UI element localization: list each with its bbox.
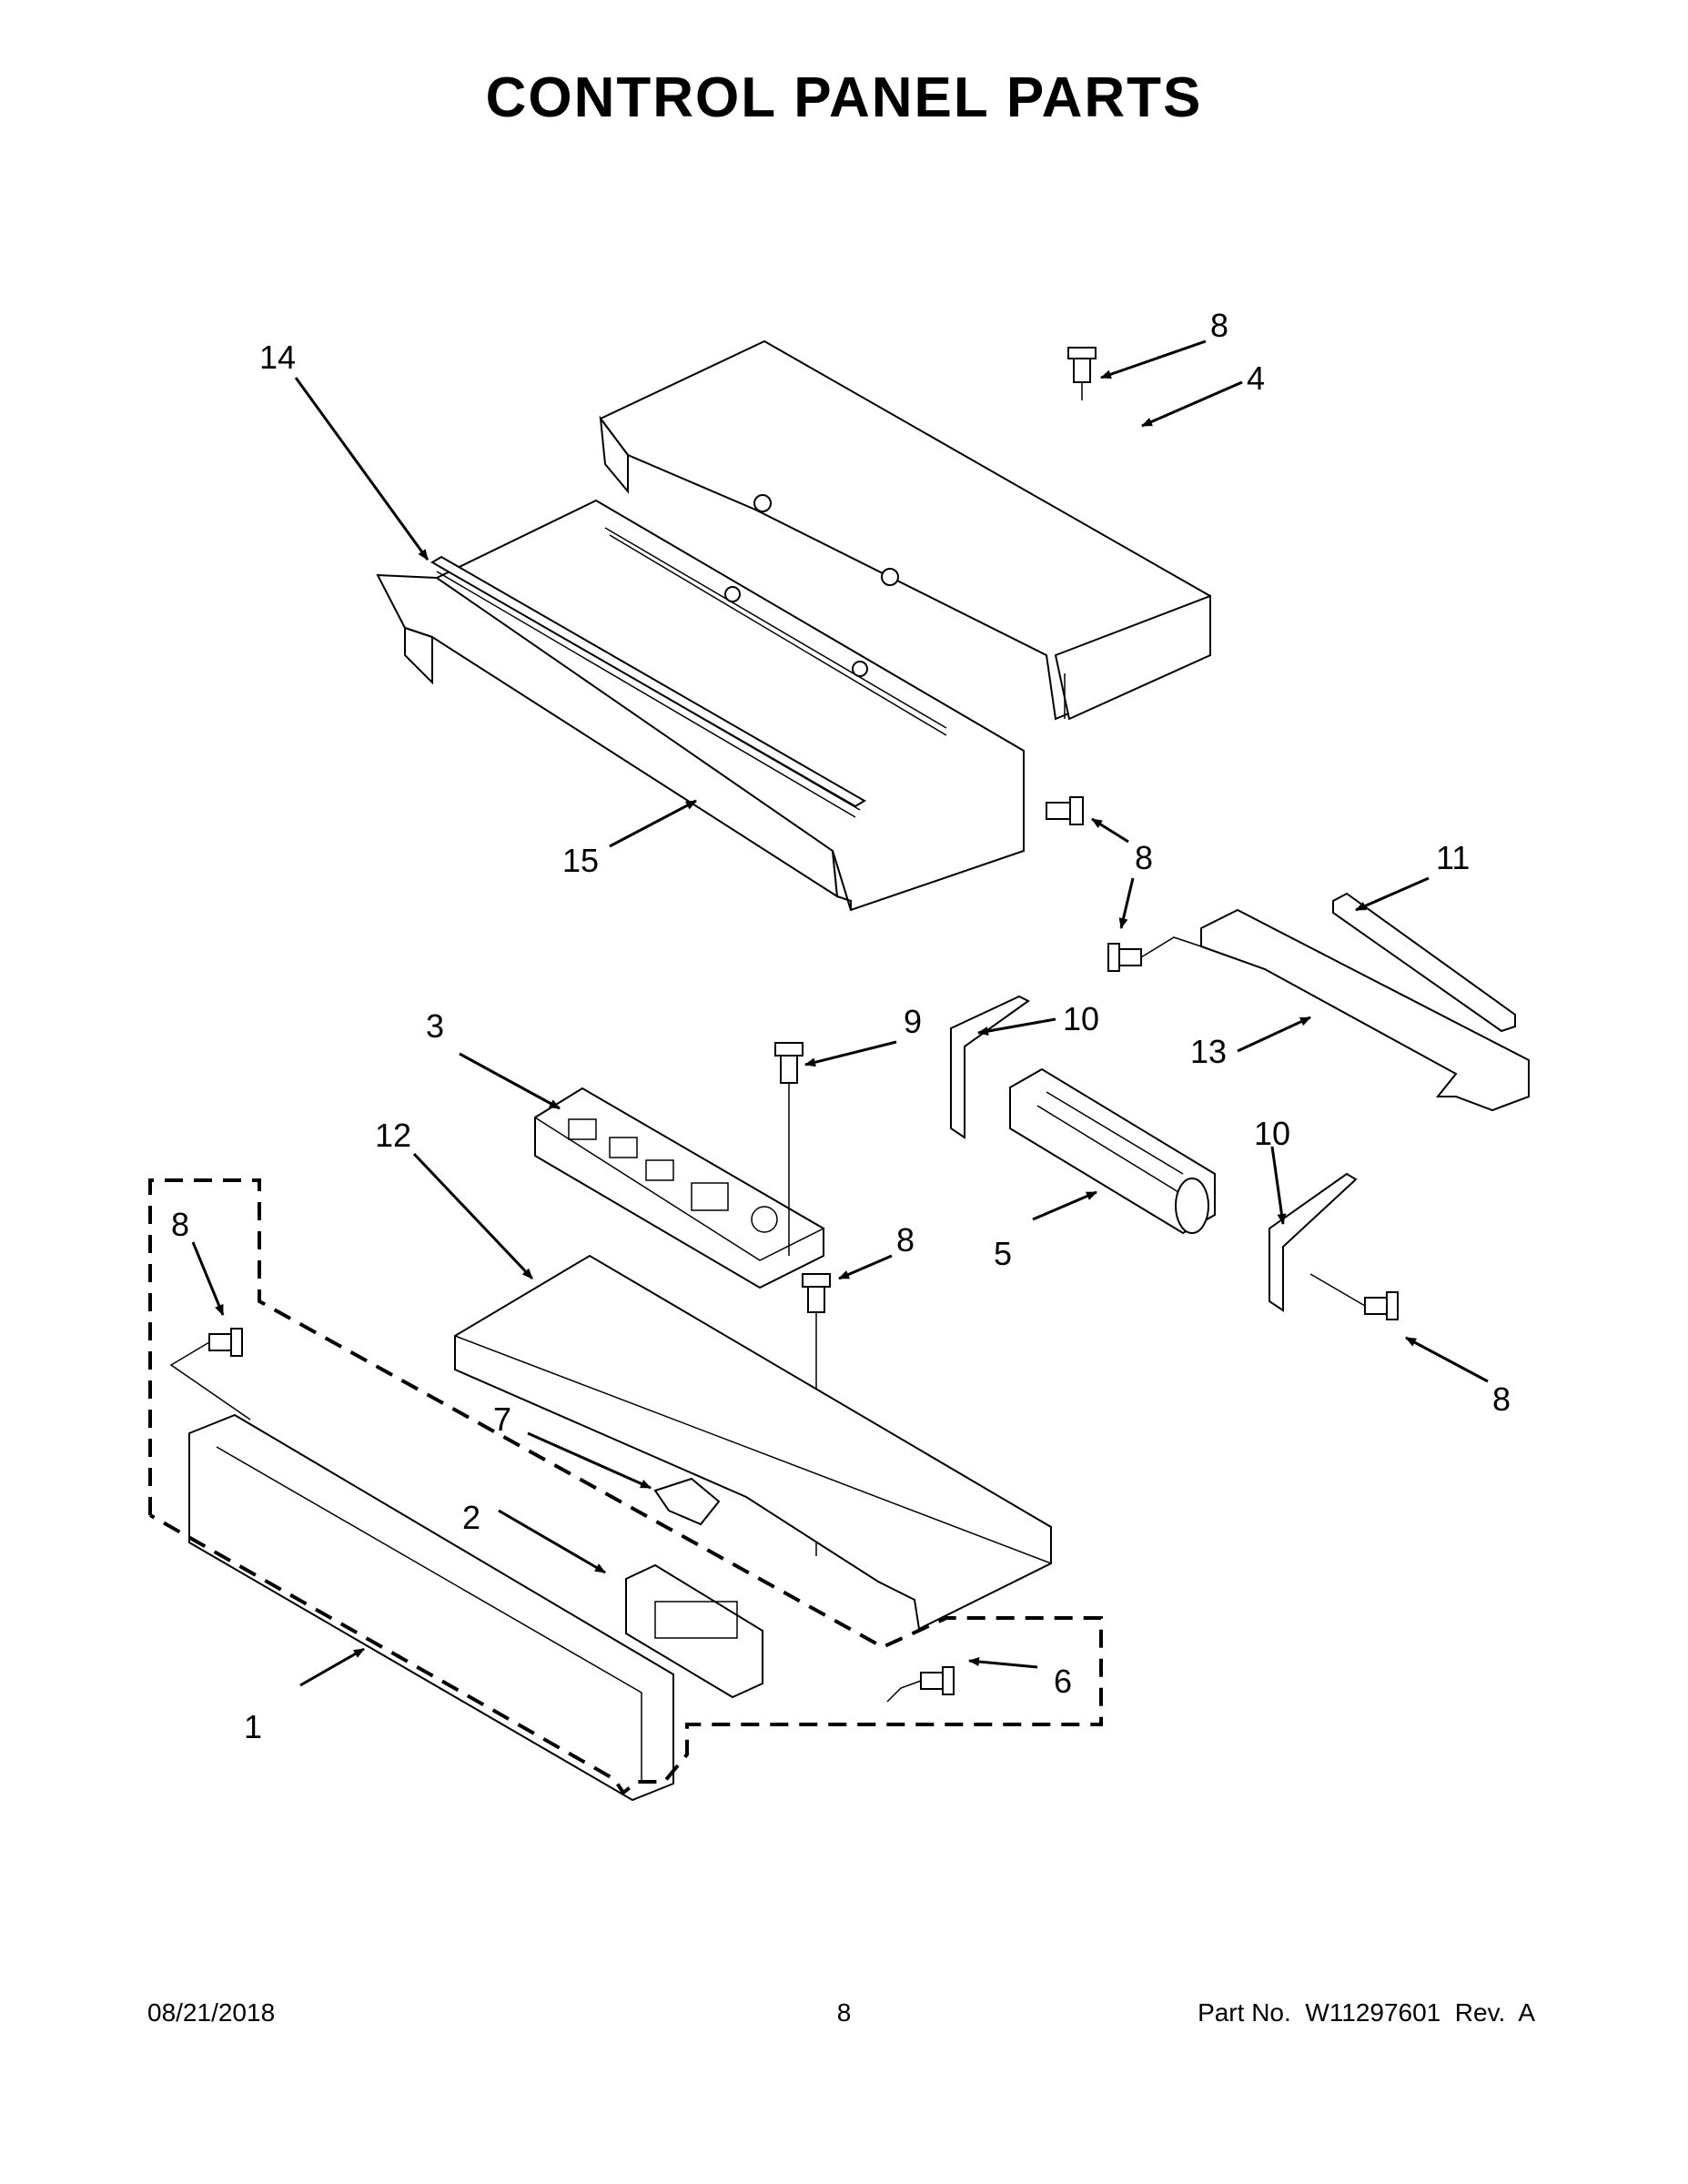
callout-9: 9 <box>904 1003 922 1040</box>
part-13-bracket <box>1200 908 1530 1112</box>
callout-arrows <box>191 339 1489 1687</box>
part-15-lower-bracket <box>376 499 1025 912</box>
part-8-screw-top <box>1067 347 1097 400</box>
callout-1: 1 <box>244 1708 262 1745</box>
page-title: CONTROL PANEL PARTS <box>485 66 1203 129</box>
callout-2: 2 <box>462 1499 480 1536</box>
callout-8-center: 8 <box>896 1221 915 1259</box>
part-7-clip <box>653 1477 721 1526</box>
callout-5: 5 <box>994 1235 1012 1272</box>
callout-8-left: 8 <box>171 1206 189 1243</box>
callout-10-left: 10 <box>1063 1000 1099 1037</box>
part-14-strip <box>430 555 866 808</box>
callout-4: 4 <box>1247 359 1265 397</box>
footer-page-number: 8 <box>836 1998 852 2027</box>
part-8-screw-bracket13 <box>1107 936 1202 972</box>
callout-12: 12 <box>375 1117 411 1154</box>
part-8-screw-mid <box>1046 796 1084 825</box>
part-8-screw-right <box>1309 1273 1399 1320</box>
callout-8-mid: 8 <box>1135 839 1153 876</box>
part-5-blower <box>1009 1067 1216 1235</box>
callout-8-top: 8 <box>1210 307 1228 344</box>
callout-11: 11 <box>1436 839 1470 876</box>
callout-8-right: 8 <box>1492 1380 1511 1418</box>
callout-10-right: 10 <box>1254 1115 1290 1152</box>
part-11-strip <box>1332 892 1516 1033</box>
dashed-assembly-outline <box>148 1178 1103 1795</box>
callout-7: 7 <box>493 1400 511 1438</box>
part-2-ui-board <box>625 1563 763 1699</box>
callout-15: 15 <box>562 842 599 879</box>
part-8-screw-left <box>169 1328 251 1421</box>
part-12-base-panel <box>454 1254 1052 1631</box>
callout-6: 6 <box>1054 1663 1072 1700</box>
part-10-bracket-right <box>1269 1172 1358 1312</box>
footer-date: 08/21/2018 <box>147 1998 276 2027</box>
callout-14: 14 <box>259 339 296 376</box>
callout-13: 13 <box>1190 1033 1227 1070</box>
callout-3: 3 <box>426 1007 444 1045</box>
part-6-screw <box>886 1666 955 1703</box>
part-9-screw <box>774 1042 804 1256</box>
part-10-bracket-left <box>950 995 1030 1139</box>
footer-part-number: Part No. W11297601 Rev. A <box>1198 1998 1535 2027</box>
part-1-control-trim <box>188 1413 674 1802</box>
part-3-control-board <box>533 1087 825 1289</box>
part-4-upper-bracket <box>599 339 1211 721</box>
